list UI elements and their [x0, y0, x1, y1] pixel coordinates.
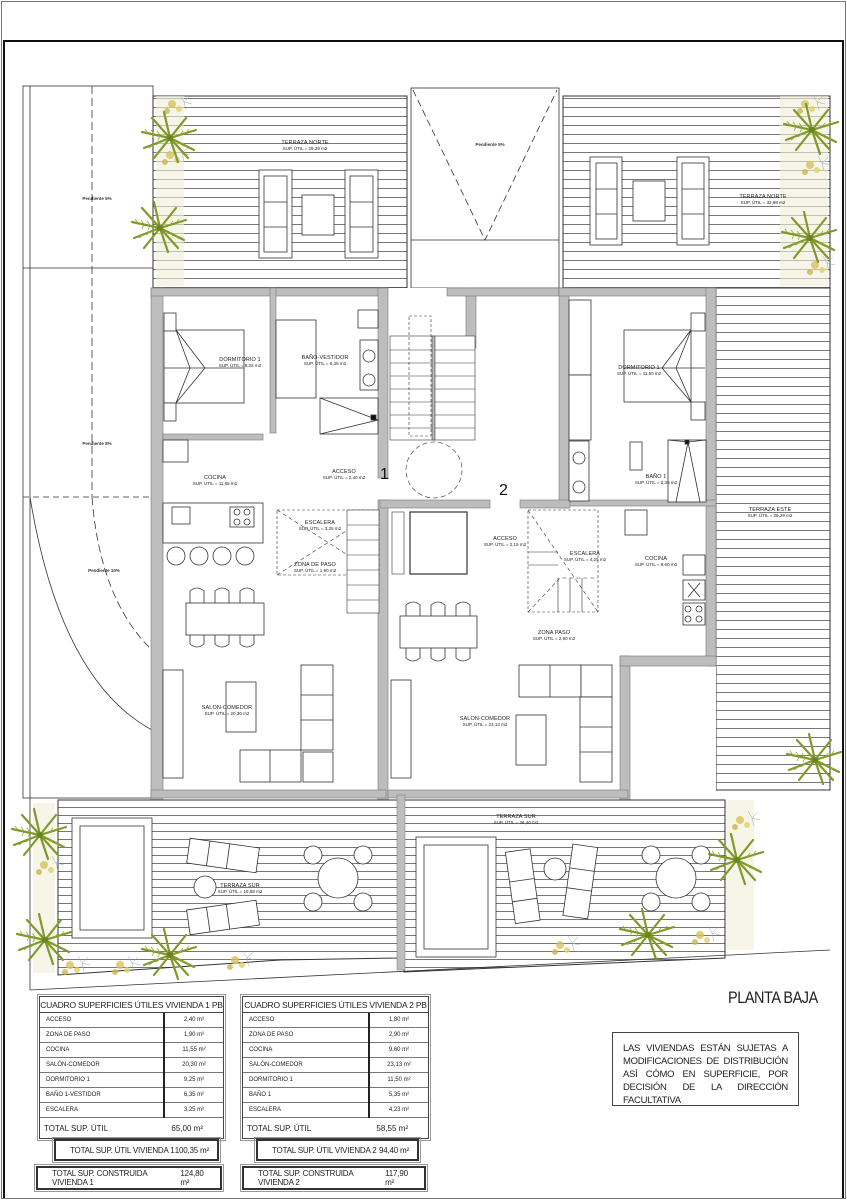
slope-label: Pendiente 8% [82, 441, 112, 446]
unit-marker-1: 1 [380, 466, 389, 483]
left-driveway [22, 85, 154, 990]
plan-title: PLANTA BAJA [728, 988, 818, 1007]
surface-table-v1: CUADRO SUPERFICIES ÚTILES VIVIENDA 1 PB … [37, 994, 226, 1141]
slope-label: Pendiente 5% [82, 196, 112, 201]
walls [150, 287, 717, 801]
unit-marker-2: 2 [499, 482, 508, 499]
disclaimer-note: LAS VIVIENDAS ESTÁN SUJETAS A MODIFICACI… [612, 1032, 799, 1106]
slope-label: Pendiente 10% [88, 568, 120, 573]
surface-table-v2: CUADRO SUPERFICIES ÚTILES VIVIENDA 2 PB … [240, 994, 431, 1141]
sheet-inner-frame [3, 40, 844, 1198]
slope-label: Pendiente 5% [475, 142, 505, 147]
v2-terraza-este [715, 287, 831, 791]
table-title: CUADRO SUPERFICIES ÚTILES VIVIENDA 2 PB [243, 997, 428, 1013]
table-title: CUADRO SUPERFICIES ÚTILES VIVIENDA 1 PB [40, 997, 223, 1013]
vegetation [10, 94, 843, 981]
north-center-slope [410, 87, 560, 289]
